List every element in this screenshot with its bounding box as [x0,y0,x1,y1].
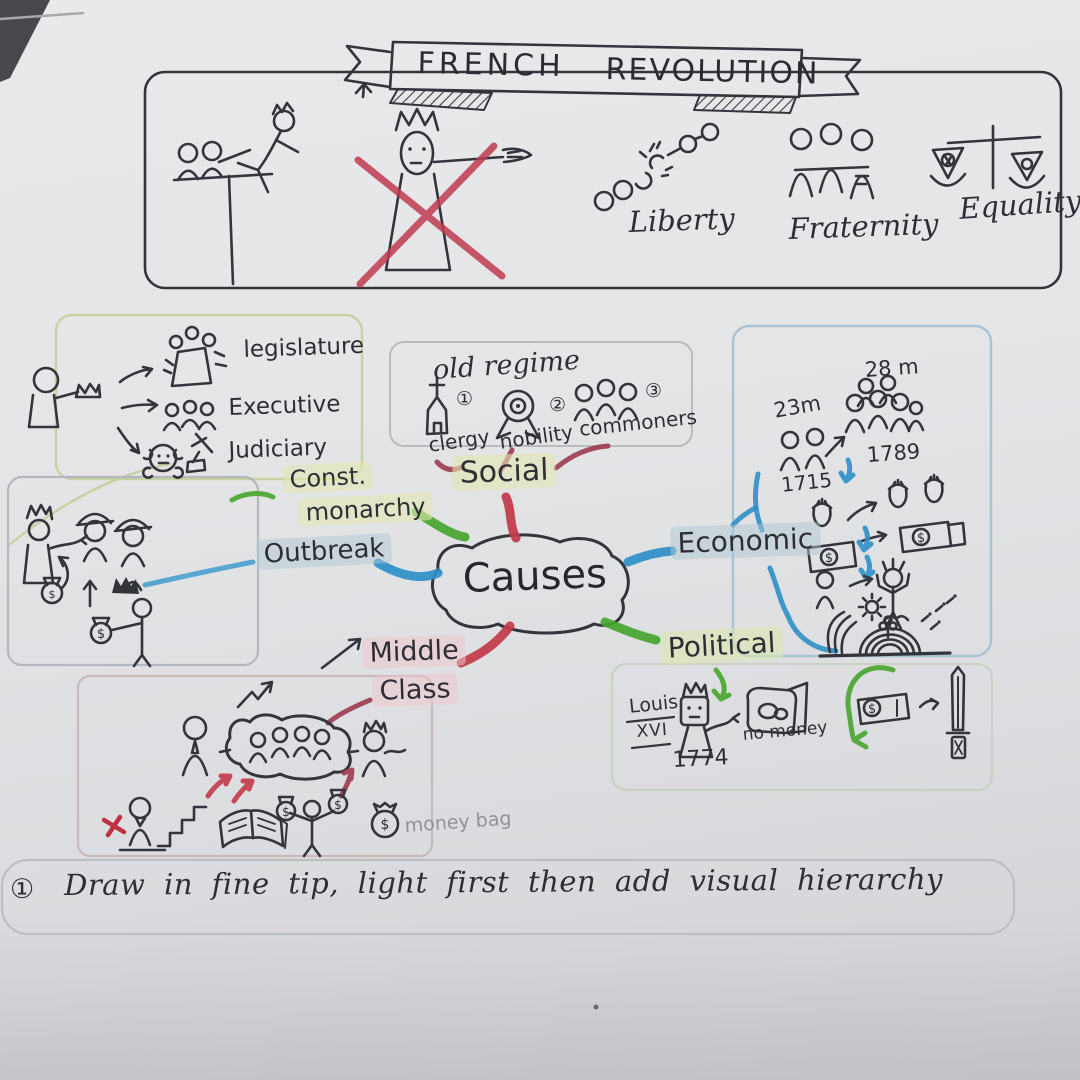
king-sharing-power-sketch [27,365,159,455]
red-cross-mark [354,142,506,288]
commoners-people-icon [573,378,639,422]
svg-text:$: $ [334,798,342,812]
causes-cloud [430,533,630,635]
xvi-label: XVI [636,719,669,742]
photo-corner-artifact [0,0,599,1010]
svg-text:$: $ [381,817,390,833]
fraternity-label: Fraternity [788,206,940,246]
causes-center-label: Causes [462,550,608,602]
blue-arrow-down-1 [838,457,856,484]
year-after-label: 1789 [866,439,921,467]
upward-mobility-arrows [205,767,355,804]
king-overthrow-sketch [172,82,373,286]
nobility-medal-icon [495,389,541,440]
legislature-icon [162,325,228,388]
blue-arrow-down-2 [856,525,874,553]
const-monarchy-label-line1: Const. [282,461,374,494]
social-branch-label: Social [452,452,557,491]
social-climb-sketch [118,796,208,852]
crossed-out-king [384,107,533,272]
estates-dispute-sketch [22,503,153,668]
svg-text:$: $ [97,627,105,642]
population-after-label: 28 m [864,354,920,382]
title-word-revolution: REVOLUTION [605,52,820,92]
population-1715-icon [779,427,846,472]
svg-text:$: $ [825,551,833,566]
footnote-text: Draw in fine tip, light first then add v… [64,861,944,902]
starving-people-icons [815,557,911,631]
food-shortage-icons [811,473,945,528]
svg-text:$: $ [917,531,925,546]
svg-text:$: $ [49,588,56,601]
louis-xvi-king-icon [625,681,741,759]
accession-year-label: 1774 [672,745,730,773]
empty-wallet-icon [746,681,809,735]
money-notes-icons [806,520,967,574]
executive-label: Executive [228,391,341,421]
middle-class-label-line1: Middle [362,634,467,669]
balance-scale-icon [929,124,1046,190]
estate-number-3: ③ [645,380,663,402]
estate-number-2: ② [549,394,567,416]
paper-shadow [0,920,1080,1080]
political-branch-label: Political [660,625,784,665]
svg-text:$: $ [282,805,290,819]
economic-branch-label: Economic [670,521,821,560]
mindmap-branches [142,443,896,750]
intro-frame-box [143,70,1063,290]
legislature-label: legislature [243,332,365,363]
failed-harvest-icon [818,592,957,658]
title-word-french: FRENCH [417,46,565,85]
executive-icon [162,399,217,432]
svg-text:$: $ [868,702,876,717]
middle-class-label-line2: Class [372,673,459,707]
liberty-label: Liberty [628,201,736,239]
wealth-balancing-icon [275,788,349,858]
fraternity-people-icon [788,122,875,200]
judiciary-icon [141,432,214,479]
estate-number-1: ① [456,388,474,410]
clergy-church-icon [425,376,449,436]
middle-class-pointer-arrow [320,637,362,670]
title-ribbon [343,40,862,114]
footnote-bullet: ① [10,874,35,905]
blue-arrow-down-3 [858,554,876,581]
war-spending-icon [856,665,971,760]
poverty-cross-mark [101,814,127,838]
rising-middle-class-sketch [181,680,407,781]
money-bag-legend-icon [370,801,400,839]
population-1789-icon [844,374,925,434]
broken-chain-icon [593,122,720,212]
judiciary-label: Judiciary [228,434,328,464]
education-book-icon [218,809,288,849]
dollar-sign: $ $ $ $ $ $ $ $ [49,531,926,833]
